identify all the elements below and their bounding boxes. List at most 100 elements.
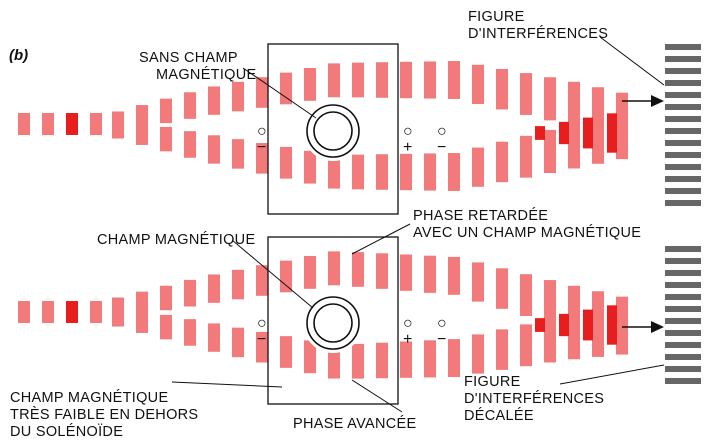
top-fringe (665, 140, 701, 146)
bottom-fringe (665, 378, 701, 384)
bottom-fringe (665, 294, 701, 300)
wave-upper-top (328, 63, 340, 98)
bottom-fringe (665, 354, 701, 360)
wave-lower-top (400, 153, 412, 191)
bottom-fringe (665, 366, 701, 372)
wave-upper-bottom (232, 269, 244, 300)
wave-upper-top (424, 61, 436, 99)
top-fringe (665, 56, 701, 62)
wave-lower-top (256, 143, 268, 174)
wave-lower-top (136, 122, 148, 145)
solenoid-coil-top-inner (313, 111, 353, 151)
wave-lower-top (184, 131, 196, 158)
wave-focus-bottom (559, 313, 569, 337)
wave-lower-top (328, 154, 340, 189)
wave-upper-top (136, 105, 148, 128)
symbol-minus-left-bottom: − (257, 331, 266, 348)
wave-upper-bottom (160, 285, 172, 311)
bottom-fringe (665, 258, 701, 264)
label-pattern-bottom-1: FIGURE (464, 374, 521, 390)
wave-lower-bottom (208, 323, 220, 352)
bottom-fringe (665, 330, 701, 336)
label-field: CHAMP MAGNÉTIQUE (97, 231, 255, 248)
wave-upper-top (352, 62, 364, 98)
wave-focus-bottom (607, 305, 617, 345)
wave-upper-top (472, 64, 484, 104)
wave-focus-bottom (583, 309, 593, 341)
symbol-circle-right-bottom: ○ (403, 315, 413, 332)
wave-incoming-top (42, 113, 54, 135)
symbol-circle-left-top: ○ (257, 123, 267, 140)
wave-upper-top (568, 81, 580, 127)
wave-lower-bottom (496, 329, 508, 370)
label-retard-1: PHASE RETARDÉE (413, 207, 548, 224)
wave-upper-bottom (136, 291, 148, 314)
wave-upper-bottom (256, 265, 268, 296)
bottom-fringe (665, 246, 701, 252)
wave-incoming-top (18, 113, 30, 135)
symbol-circle-right-top: ○ (403, 123, 413, 140)
wave-upper-top (520, 73, 532, 115)
wave-lower-bottom (616, 306, 628, 355)
wave-focus-bottom (535, 318, 545, 332)
wave-lower-top (448, 153, 460, 191)
symbol-circle-far-top: ○ (437, 123, 447, 140)
symbol-plus-top: + (403, 139, 412, 156)
interference-pattern-top (665, 44, 701, 206)
wave-lower-top (424, 153, 436, 191)
wave-upper-top (280, 72, 292, 105)
symbol-circle-left-bottom: ○ (257, 315, 267, 332)
wave-upper-top (160, 98, 172, 124)
wave-lower-bottom (424, 340, 436, 378)
wave-upper-bottom (520, 274, 532, 316)
wave-upper-top (232, 81, 244, 112)
top-fringe (665, 92, 701, 98)
label-pattern-bottom-3: DÉCALÉE (464, 407, 534, 424)
wave-upper-bottom (544, 280, 556, 324)
wave-lower-top (208, 135, 220, 164)
wave-focus-top (607, 113, 617, 153)
wave-upper-top (376, 62, 388, 98)
wave-lower-bottom (472, 334, 484, 374)
wave-lower-top (112, 118, 124, 139)
bottom-fringe (665, 270, 701, 276)
wave-upper-top (496, 68, 508, 110)
wave-upper-top (304, 68, 316, 101)
wave-incoming-bottom (90, 301, 102, 323)
top-fringe (665, 80, 701, 86)
bottom-fringe (665, 306, 701, 312)
wave-lower-bottom (280, 336, 292, 368)
wave-lower-top (592, 117, 604, 164)
wave-lower-top (616, 111, 628, 160)
bottom-fringe (665, 282, 701, 288)
label-phase-advance: PHASE AVANCÉE (293, 415, 416, 432)
label-pattern-top-1: FIGURE (468, 9, 525, 25)
wave-lower-bottom (160, 314, 172, 340)
wave-lower-top (568, 123, 580, 169)
interference-pattern-bottom (665, 246, 701, 384)
wave-upper-bottom (472, 262, 484, 302)
label-no-field-2: MAGNÉTIQUE (156, 66, 257, 83)
wave-lower-top (232, 139, 244, 169)
wave-lower-bottom (520, 324, 532, 367)
wave-lower-bottom (400, 341, 412, 378)
label-retard-2: AVEC UN CHAMP MAGNÉTIQUE (413, 224, 641, 241)
wave-lower-top (496, 141, 508, 183)
wave-upper-top (184, 92, 196, 119)
wave-lower-bottom (592, 310, 604, 357)
wave-lower-bottom (568, 314, 580, 360)
label-weak-field-3: DU SOLÉNOÏDE (10, 423, 123, 440)
symbol-circle-far-bottom: ○ (437, 315, 447, 332)
wave-focus-top (535, 126, 545, 140)
wave-lower-bottom (328, 344, 340, 379)
solenoid-box-bottom (267, 236, 399, 405)
wave-upper-bottom (328, 251, 340, 286)
wave-lower-top (280, 146, 292, 179)
wave-upper-bottom (424, 255, 436, 293)
wave-incoming-bottom (18, 301, 30, 323)
wave-upper-top (544, 77, 556, 121)
label-weak-field-1: CHAMP MAGNÉTIQUE (10, 389, 168, 406)
wave-upper-top (448, 61, 460, 99)
label-no-field-1: SANS CHAMP (139, 50, 238, 66)
